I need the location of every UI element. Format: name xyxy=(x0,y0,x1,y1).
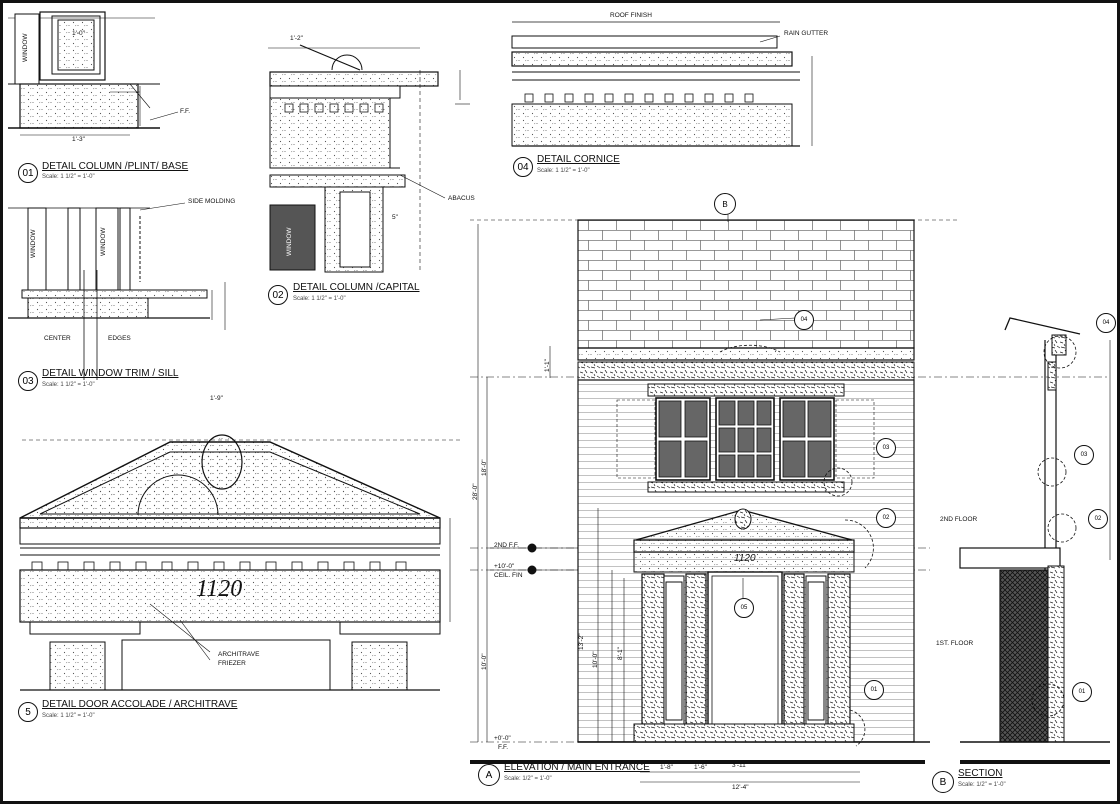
note-architrave: ARCHITRAVE xyxy=(218,651,260,658)
note-window-02: WINDOW xyxy=(286,227,293,256)
detail-b-title: SECTION xyxy=(958,768,1003,779)
detail-05-scale: Scale: 1 1/2" = 1'-0" xyxy=(42,713,95,719)
level-0: +0'-0" xyxy=(494,735,511,742)
callout-05-elev: 05 xyxy=(734,598,754,618)
note-roof-finish: ROOF FINISH xyxy=(610,12,652,19)
detail-05-title: DETAIL DOOR ACCOLADE / ARCHITRAVE xyxy=(42,699,238,710)
callout-02-elev: 02 xyxy=(876,508,896,528)
detail-01-drawing xyxy=(8,11,179,136)
level-ceil-fin: CEIL. FIN xyxy=(494,572,523,579)
detail-02-scale: Scale: 1 1/2" = 1'-0" xyxy=(293,296,346,302)
detail-03-drawing xyxy=(8,202,226,380)
callout-03-elev: 03 xyxy=(876,438,896,458)
detail-b-scale: Scale: 1/2" = 1'-0" xyxy=(958,782,1006,788)
elevation-address: 1120 xyxy=(734,553,756,564)
dim-28: 28'-0" xyxy=(472,483,479,500)
detail-04-title: DETAIL CORNICE xyxy=(537,154,620,165)
dim-10: 10'-0" xyxy=(481,653,488,670)
level-0-ff: F.F. xyxy=(498,744,509,751)
callout-04-elev: 04 xyxy=(794,310,814,330)
detail-b-bubble: B xyxy=(932,771,954,793)
note-edges: EDGES xyxy=(108,335,131,342)
detail-03-scale: Scale: 1 1/2" = 1'-0" xyxy=(42,382,95,388)
dim-1-2: 1'-2" xyxy=(290,35,303,42)
note-center: CENTER xyxy=(44,335,71,342)
level-10: +10'-0" xyxy=(494,563,515,570)
detail-04-scale: Scale: 1 1/2" = 1'-0" xyxy=(537,168,590,174)
note-ff: F.F. xyxy=(180,108,191,115)
dim-1-6: 1'-6" xyxy=(694,764,707,771)
note-window-03a: WINDOW xyxy=(30,229,37,258)
dim-1-0: 1'-0" xyxy=(72,30,85,37)
note-window-03b: WINDOW xyxy=(100,227,107,256)
detail-05-address: 1120 xyxy=(196,576,243,602)
callout-04-sec: 04 xyxy=(1096,313,1116,333)
detail-05-drawing xyxy=(19,434,460,691)
note-friezer: FRIEZER xyxy=(218,660,246,667)
dim-13: 13'-2" xyxy=(578,633,585,650)
dim-10b: 10'-0" xyxy=(592,651,599,668)
elevation-a-drawing xyxy=(470,208,1110,783)
section-b-drawing xyxy=(959,317,1111,764)
callout-02-sec: 02 xyxy=(1088,509,1108,529)
detail-04-drawing xyxy=(511,21,813,147)
dim-1-8: 1'-8" xyxy=(660,764,673,771)
dim-5: 5" xyxy=(392,214,398,221)
note-abacus: ABACUS xyxy=(448,195,475,202)
dim-12: 12'-4" xyxy=(732,784,749,791)
detail-02-drawing xyxy=(268,44,470,273)
dim-8: 8'-1" xyxy=(617,647,624,660)
detail-03-bubble: 03 xyxy=(18,371,38,391)
detail-a-scale: Scale: 1/2" = 1'-0" xyxy=(504,776,552,782)
detail-01-bubble: 01 xyxy=(18,163,38,183)
level-2nd-ff: 2ND F.F. xyxy=(494,542,519,549)
detail-03-title: DETAIL WINDOW TRIM / SILL xyxy=(42,368,179,379)
callout-03-sec: 03 xyxy=(1074,445,1094,465)
cut-marker-b: B xyxy=(714,193,736,215)
dim-1-1: 1'-1" xyxy=(544,359,551,372)
note-rain-gutter: RAIN GUTTER xyxy=(784,30,829,37)
detail-01-scale: Scale: 1 1/2" = 1'-0" xyxy=(42,174,95,180)
detail-01-title: DETAIL COLUMN /PLINT/ BASE xyxy=(42,161,189,172)
dim-3-11: 3'-11" xyxy=(732,762,749,769)
detail-05-bubble: 5 xyxy=(18,702,38,722)
detail-02-title: DETAIL COLUMN /CAPITAL xyxy=(293,282,420,293)
dim-18: 18'-0" xyxy=(481,459,488,476)
note-side-molding: SIDE MOLDING xyxy=(188,198,236,205)
detail-04-bubble: 04 xyxy=(513,157,533,177)
note-first-floor: 1ST. FLOOR xyxy=(936,640,974,647)
callout-01-elev: 01 xyxy=(864,680,884,700)
callout-01-sec: 01 xyxy=(1072,682,1092,702)
note-second-floor: 2ND FLOOR xyxy=(940,516,978,523)
note-window-01: WINDOW xyxy=(22,33,29,62)
detail-a-bubble: A xyxy=(478,764,500,786)
dim-1-9: 1'-9" xyxy=(210,395,223,402)
detail-02-bubble: 02 xyxy=(268,285,288,305)
dim-1-3: 1'-3" xyxy=(72,136,85,143)
detail-a-title: ELEVATION / MAIN ENTRANCE xyxy=(504,762,650,773)
